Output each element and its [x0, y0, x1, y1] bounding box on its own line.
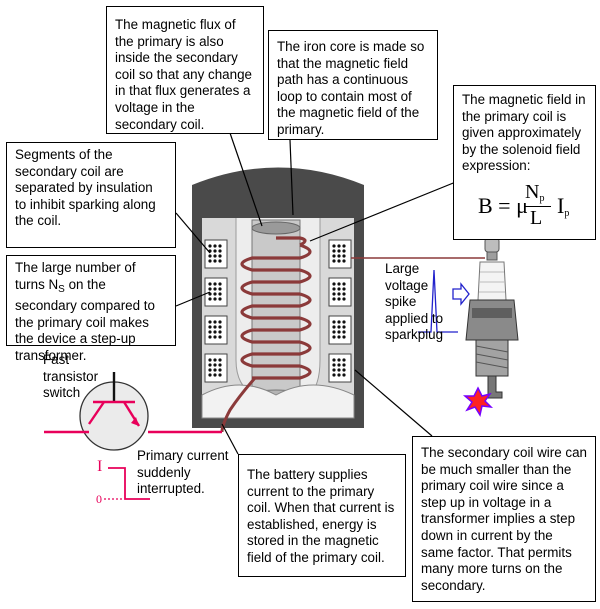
current-symbol: I	[97, 458, 103, 475]
core-top	[251, 221, 301, 235]
bottom-plate	[201, 384, 355, 419]
callout-turns: The large number of turns NS on the seco…	[6, 255, 176, 363]
secondary-segments-right	[328, 239, 352, 383]
arrow-icon	[452, 282, 470, 306]
spark-icon	[462, 386, 494, 417]
zero-label: 0	[96, 492, 102, 506]
callout-pointers	[175, 132, 479, 455]
callout-flux: The magnetic flux of the primary is also…	[106, 6, 264, 134]
primary-coil	[240, 236, 312, 380]
primary-current-label: Primary current suddenly interrupted.	[137, 448, 229, 497]
formula-fraction-bar	[525, 206, 551, 207]
transistor-switch	[79, 372, 149, 451]
primary-lead	[220, 377, 257, 433]
formula-denominator: L	[530, 207, 543, 229]
callout-secondary-wire: The secondary coil wire can be much smal…	[412, 436, 596, 602]
callout-battery: The battery supplies current to the prim…	[238, 454, 406, 577]
solenoid-formula: B = μ Np L Ip	[478, 181, 588, 233]
formula-lhs: B = μ	[478, 193, 528, 218]
switch-label: Fast transistor switch	[43, 352, 99, 401]
housing-cap	[192, 167, 364, 215]
callout-segments: Segments of the secondary coil are separ…	[6, 142, 176, 248]
spark-plug	[465, 237, 519, 399]
callout-field-expression: The magnetic field in the primary coil i…	[453, 85, 596, 240]
formula-rhs: Ip	[557, 193, 570, 219]
current-drop-graph	[108, 467, 150, 500]
secondary-segments-left	[204, 239, 228, 383]
field-expression-text: The magnetic field in the primary coil i…	[462, 92, 586, 174]
voltage-spike-graph	[418, 269, 458, 333]
spike-label: Large voltage spike applied to sparkplug	[385, 261, 444, 343]
formula-numerator: Np	[525, 181, 545, 204]
callout-iron-core: The iron core is made so that the magnet…	[268, 30, 438, 140]
